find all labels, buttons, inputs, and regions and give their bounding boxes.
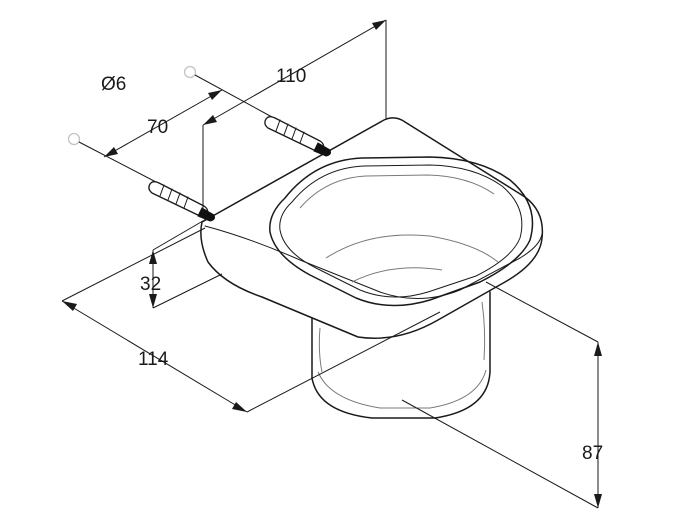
hole-marker-top: [183, 65, 197, 79]
wall-anchor-top: [264, 116, 331, 157]
dim-70: [103, 89, 223, 158]
cup-rim-inner: [279, 164, 523, 298]
label-width: 114: [138, 349, 169, 370]
dim-114: [61, 227, 441, 413]
dim-110: [202, 19, 387, 212]
label-wall-depth: 110: [276, 66, 306, 87]
dim-87: [401, 281, 602, 509]
cup-rim-outer: [269, 156, 534, 307]
glass-tumbler: [311, 291, 491, 419]
label-hole-diameter: Ø6: [101, 74, 126, 95]
label-screw-spacing: 70: [147, 117, 168, 138]
wall-anchor-bottom: [148, 181, 215, 222]
label-plate-thickness: 32: [140, 274, 161, 295]
holder-top-edge: [204, 225, 543, 299]
holder-plate: [200, 117, 544, 339]
hole-marker-bottom: [67, 132, 81, 146]
label-height: 87: [582, 443, 603, 464]
dim-32: [149, 217, 223, 309]
tumbler-holder: [200, 117, 544, 419]
